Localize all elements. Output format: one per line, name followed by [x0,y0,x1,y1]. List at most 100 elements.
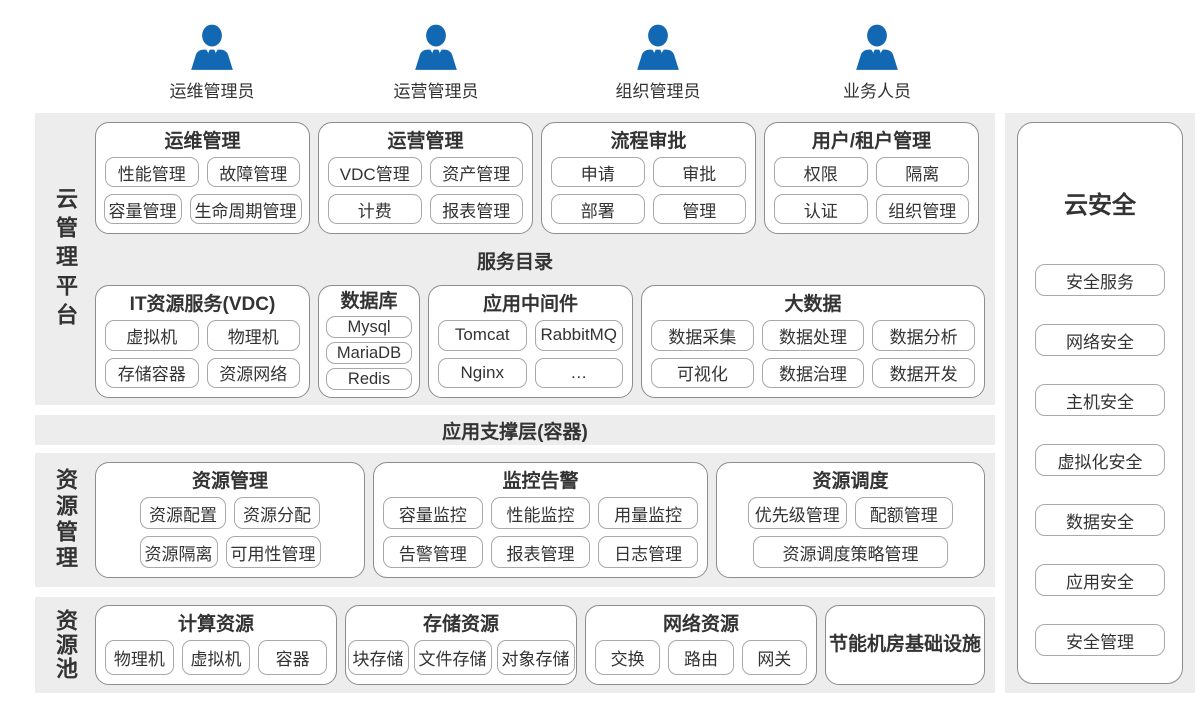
group-title: 监控告警 [502,471,579,492]
chip: 资源分配 [234,497,320,529]
group-middleware: 应用中间件 Tomcat RabbitMQ Nginx … [428,285,633,398]
group-resource-mgmt: 资源管理 资源配置 资源分配 资源隔离 可用性管理 [95,462,365,578]
group-bigdata: 大数据 数据采集 数据处理 数据分析 可视化 数据治理 数据开发 [641,285,985,398]
chip: 权限 [774,157,868,187]
group-title: 大数据 [784,294,842,315]
group-operation-mgmt: 运营管理 VDC管理 资产管理 计费 报表管理 [318,122,533,234]
panel-side-label: 资源管理 [53,468,78,572]
group-title: 资源调度 [812,471,889,492]
panel-resource-mgmt: 资源管理 资源管理 资源配置 资源分配 资源隔离 可用性管理 监控告警 容量监控… [35,453,995,587]
group-title: 计算资源 [177,614,254,635]
panel-side-label: 资源池 [53,609,78,681]
group-title: 运维管理 [164,131,241,152]
actor-org-admin: 组织管理员 [583,24,733,102]
chip: 性能监控 [490,497,591,529]
group-title: 应用中间件 [482,294,578,315]
actor-label: 业务人员 [843,82,911,101]
group-title: 用户/租户管理 [811,131,932,152]
chip: 报表管理 [429,194,523,224]
chip: 用量监控 [598,497,699,529]
actor-label: 组织管理员 [615,82,701,101]
group-title: 数据库 [340,291,398,312]
chip: 可视化 [651,357,754,388]
chip: VDC管理 [328,157,422,187]
chip: Mysql [326,316,412,338]
chip: 对象存储 [496,640,575,675]
chip: 组织管理 [875,194,969,224]
chip: 数据治理 [761,357,865,388]
box-green-datacenter-infra: 节能机房基础设施 [825,605,985,685]
cloud-security-box: 云安全 安全服务 网络安全 主机安全 虚拟化安全 数据安全 应用安全 安全管理 [1017,122,1183,684]
chip: 性能管理 [105,157,199,187]
chip: 配额管理 [854,497,953,529]
chip: 资源隔离 [139,536,218,568]
chip: 块存储 [347,640,409,675]
group-user-tenant-mgmt: 用户/租户管理 权限 隔离 认证 组织管理 [764,122,979,234]
group-network-resources: 网络资源 交换 路由 网关 [585,605,817,685]
panel-cloud-security: 云安全 安全服务 网络安全 主机安全 虚拟化安全 数据安全 应用安全 安全管理 [1005,113,1195,693]
chip: 告警管理 [383,536,483,568]
chip: 路由 [668,640,734,675]
group-title: 流程审批 [610,131,687,152]
panel-side-label: 云管理平台 [53,186,78,332]
actor-label: 运维管理员 [169,82,255,101]
chip: 虚拟机 [105,320,199,351]
group-database: 数据库 Mysql MariaDB Redis [318,285,420,398]
person-icon [637,24,679,70]
person-icon [415,24,457,70]
chip: 存储容器 [105,357,199,388]
chip: 生命周期管理 [189,194,302,224]
chip: 容器 [258,640,328,675]
chip: … [534,357,623,388]
chip: Nginx [438,357,527,388]
app-support-layer-band: 应用支撑层(容器) [35,415,995,445]
group-storage-resources: 存储资源 块存储 文件存储 对象存储 [345,605,577,685]
group-title: 存储资源 [422,614,499,635]
chip: 物理机 [206,320,300,351]
chip: RabbitMQ [534,320,623,351]
chip: 申请 [551,157,645,187]
group-ops-mgmt: 运维管理 性能管理 故障管理 容量管理 生命周期管理 [95,122,310,234]
chip: 数据采集 [651,320,754,351]
chip: 虚拟化安全 [1035,444,1165,476]
actor-operation-admin: 运营管理员 [361,24,511,102]
chip: 容量监控 [383,497,483,529]
chip: 管理 [652,194,746,224]
chip: Redis [326,368,412,390]
cloud-security-title: 云安全 [1064,192,1136,219]
chip: 资产管理 [429,157,523,187]
chip: 主机安全 [1035,384,1165,416]
actor-label: 运营管理员 [393,82,479,101]
chip: 网关 [741,640,807,675]
chip: 交换 [595,640,661,675]
chip: 网络安全 [1035,324,1165,356]
chip: 物理机 [105,640,174,675]
chip: 应用安全 [1035,564,1165,596]
chip: 资源配置 [140,497,226,529]
infra-label: 节能机房基础设施 [829,634,982,655]
service-catalog-label: 服务目录 [476,252,553,273]
chip: 认证 [774,194,868,224]
chip: Tomcat [438,320,527,351]
person-icon [856,24,898,70]
band-label: 应用支撑层(容器) [442,421,588,443]
chip: MariaDB [326,342,412,364]
chip: 容量管理 [103,194,182,224]
chip: 安全管理 [1035,624,1165,656]
chip: 部署 [551,194,645,224]
group-title: IT资源服务(VDC) [129,294,276,315]
group-it-services: IT资源服务(VDC) 虚拟机 物理机 存储容器 资源网络 [95,285,310,398]
chip: 资源调度策略管理 [753,536,948,568]
group-title: 资源管理 [191,471,268,492]
chip: 数据处理 [761,320,865,351]
chip: 审批 [652,157,746,187]
chip: 数据分析 [872,320,976,351]
actor-business-user: 业务人员 [802,24,952,102]
chip: 安全服务 [1035,264,1165,296]
chip: 计费 [328,194,422,224]
group-monitor-alarm: 监控告警 容量监控 性能监控 用量监控 告警管理 报表管理 日志管理 [373,462,708,578]
panel-cloud-platform: 云管理平台 运维管理 性能管理 故障管理 容量管理 生命周期管理 运营管理 VD… [35,113,995,405]
chip: 资源网络 [206,357,300,388]
chip: 文件存储 [413,640,492,675]
